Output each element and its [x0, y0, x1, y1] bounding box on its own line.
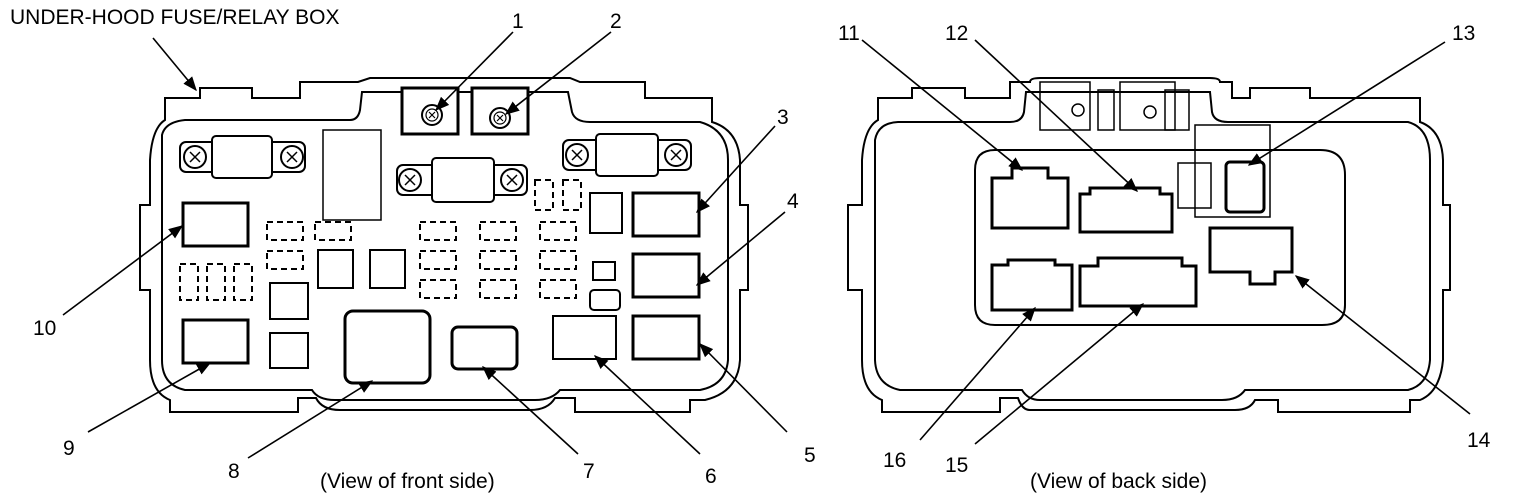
connector-14 [1208, 226, 1294, 286]
callout-1: 1 [512, 10, 524, 33]
relay-3 [631, 191, 701, 238]
fuse-slot [179, 263, 199, 301]
callout-9: 9 [63, 437, 75, 460]
fuse-slot [479, 279, 517, 299]
front-callouts: 1 2 3 4 5 6 7 8 9 10 [33, 10, 816, 488]
relay-6 [552, 315, 617, 360]
relay-10 [181, 201, 250, 248]
fuse-slot [206, 263, 226, 301]
fuse-slot [419, 250, 457, 270]
fuse-slot [539, 279, 577, 299]
front-callout-leaders [62, 31, 788, 459]
front-housing-inner-rim [161, 91, 729, 401]
callout-3: 3 [777, 106, 789, 129]
mount-hole [1143, 105, 1157, 119]
screw-icon [398, 168, 422, 192]
front-view-caption: (View of front side) [320, 470, 495, 493]
diode [589, 289, 621, 311]
small-fuse [562, 179, 582, 211]
callout-2: 2 [610, 10, 622, 33]
connector-panel [974, 149, 1346, 326]
top-rib [1119, 81, 1176, 131]
relay-9 [181, 318, 250, 365]
top-slot [1097, 89, 1115, 131]
screw-icon [664, 143, 688, 167]
callout-11: 11 [838, 22, 860, 45]
front-view [139, 77, 749, 413]
fuse-slot [479, 250, 517, 270]
mount-hole [1071, 103, 1085, 117]
screw-icon [500, 168, 524, 192]
callout-5: 5 [804, 444, 816, 467]
back-housing-inner-rim [874, 91, 1431, 401]
screw-icon [565, 143, 589, 167]
callout-4: 4 [787, 190, 799, 213]
top-rib [1039, 81, 1091, 131]
mini-relay [369, 249, 406, 289]
connector-12 [1078, 186, 1174, 234]
diode [592, 261, 616, 281]
callout-6: 6 [705, 465, 717, 488]
fuse-slot [233, 263, 253, 301]
fuse-slot [419, 221, 457, 241]
callout-10: 10 [33, 317, 56, 340]
mini-relay [317, 249, 354, 289]
small-relay-socket [589, 192, 623, 234]
connector-11 [990, 166, 1070, 230]
callout-15: 15 [945, 454, 968, 477]
small-fuse [534, 179, 554, 211]
fuse-slot [314, 221, 352, 241]
label-block [322, 129, 382, 221]
back-callouts: 11 12 13 14 15 16 [838, 22, 1491, 477]
relay-5 [631, 314, 701, 361]
title-leader [152, 37, 197, 92]
main-fuse-right-body [595, 133, 659, 177]
back-callout-leaders [861, 39, 1471, 445]
fuse-slot [266, 250, 304, 270]
callout-7: 7 [583, 460, 595, 483]
back-housing-outline [847, 77, 1451, 413]
relay-8 [343, 309, 432, 385]
screw-icon [183, 145, 207, 169]
back-view [847, 77, 1451, 413]
fuse-slot [266, 221, 304, 241]
callout-12: 12 [945, 22, 968, 45]
connector-15 [1078, 256, 1198, 308]
callout-16: 16 [883, 449, 906, 472]
relay-7 [450, 325, 519, 371]
callout-8: 8 [228, 460, 240, 483]
diagram-title: UNDER-HOOD FUSE/RELAY BOX [10, 6, 339, 29]
main-fuse-left-body [211, 135, 273, 179]
fuse-slot [479, 221, 517, 241]
mini-relay [269, 282, 309, 320]
relay-4 [631, 252, 701, 299]
connector-13 [1224, 160, 1266, 214]
connector-16 [990, 258, 1074, 312]
fuse-slot [419, 279, 457, 299]
fuse-slot [539, 250, 577, 270]
mini-relay [269, 332, 309, 369]
fuse-slot [539, 221, 577, 241]
side-clip [1177, 162, 1212, 209]
side-tab [1194, 124, 1271, 218]
callout-14: 14 [1467, 429, 1491, 452]
front-housing-outline [139, 77, 749, 413]
callout-13: 13 [1452, 22, 1475, 45]
back-view-caption: (View of back side) [1030, 470, 1207, 493]
top-slot [1164, 89, 1190, 131]
bolt-2-icon [489, 107, 511, 129]
screw-icon [280, 145, 304, 169]
main-fuse-center-body [431, 157, 495, 203]
